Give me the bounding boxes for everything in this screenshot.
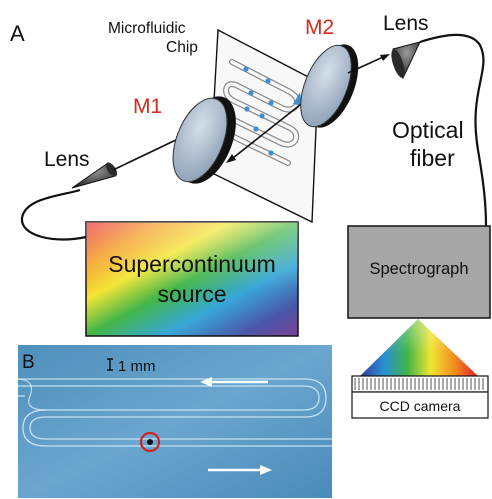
chip-label-line2: Chip [166,39,198,56]
beam-m2-to-lens [347,56,384,74]
scale-label: 1 mm [118,358,156,375]
beam-spot [147,439,153,445]
mirror-m2 [300,44,359,128]
scale-bar [107,358,113,371]
cavity-arrow-m1 [226,154,236,163]
panel-b-photo: 1 mm B [17,345,332,498]
beam-arrow-lens-right [380,54,390,61]
fiber-right [419,33,488,227]
measurement-marker [139,431,161,453]
beam-lens-to-m1 [112,137,181,171]
panel-a-letter: A [10,21,25,46]
ccd-camera: CCD camera [351,375,489,419]
spectrograph: Spectrograph [347,225,491,319]
supercontinuum-source: Supercontinuum source [85,221,299,337]
fiber-label-line1: Optical [392,117,464,143]
m2-label: M2 [305,16,334,39]
spectrograph-label: Spectrograph [369,260,468,278]
fiber-left [20,188,87,241]
source-label-line2: source [157,281,226,307]
panel-b-letter: B [22,352,35,373]
lens-right-label: Lens [383,12,429,35]
lens-left-icon [71,162,118,189]
ccd-label: CCD camera [380,398,461,414]
mirror-m1 [172,96,236,184]
lens-left-label: Lens [44,148,90,171]
chip-label-line1: Microfluidic [108,20,186,37]
cavity-beam [232,96,311,159]
m1-label: M1 [133,95,162,118]
fiber-label-line2: fiber [410,145,455,171]
lens-right-icon [391,41,421,80]
source-label-line1: Supercontinuum [108,251,276,277]
